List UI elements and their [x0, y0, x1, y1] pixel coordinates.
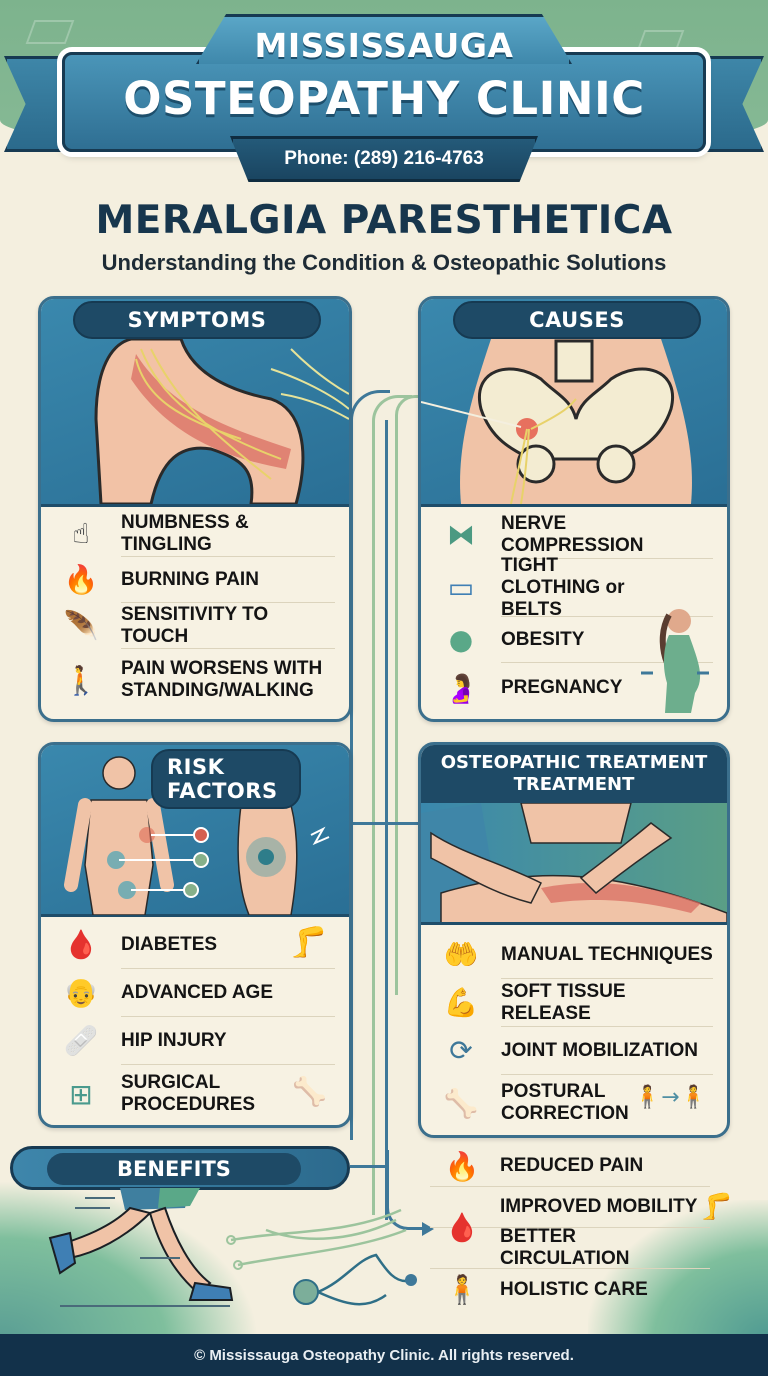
list-item: 🔥 REDUCED PAIN	[430, 1146, 710, 1187]
list-item: 🩸 BETTER CIRCULATION	[430, 1211, 710, 1269]
list-item: 🦴 POSTURAL CORRECTION	[444, 1075, 713, 1131]
nerve-line	[395, 395, 421, 995]
list-item: 🤰 PREGNANCY	[444, 663, 713, 713]
bandaged-hip-icon: 🩹	[63, 1024, 99, 1057]
legs-motion-icon: 🦵	[700, 1192, 733, 1222]
thigh-illustration-svg	[94, 337, 349, 504]
symptoms-heading: SYMPTOMS	[73, 301, 321, 339]
pregnant-figure-icon: 🤰	[443, 671, 479, 705]
connector-line	[385, 420, 388, 1220]
flame-icon: 🔥	[444, 1149, 480, 1183]
connector-arrow-line	[386, 1150, 426, 1230]
treatment-heading: OSTEOPATHIC TREATMENT TREATMENT	[421, 745, 727, 803]
running-legs-illustration	[48, 1188, 234, 1307]
symptoms-list: ☝ NUMBNESS & TINGLING 🔥 BURNING PAIN 🪶 S…	[41, 511, 349, 711]
risk-factors-card: RISK FACTORS 🩸 DIABETES 👴 ADVANCED AGE 🩹…	[38, 742, 352, 1128]
list-item: ⧓ NERVE COMPRESSION	[447, 511, 713, 559]
holistic-person-icon: 🧍	[444, 1273, 480, 1306]
wave-decoration-right	[588, 1200, 768, 1340]
compressed-nerve-icon: ⧓	[447, 518, 475, 551]
connector-line	[350, 1165, 386, 1168]
connector-line	[350, 822, 420, 825]
muscle-icon: 💪	[443, 986, 479, 1019]
pelvis-illustration-svg	[421, 339, 692, 504]
list-item: ● OBESITY	[449, 617, 713, 663]
pregnant-woman-illustration	[641, 609, 709, 713]
medical-kit-icon: ⊞	[69, 1077, 93, 1111]
banner-top-plate	[196, 14, 572, 64]
list-item: IMPROVED MOBILITY	[430, 1187, 710, 1228]
phone-number[interactable]: Phone: (289) 216-4763	[284, 148, 484, 169]
elderly-man-icon: 👴	[63, 976, 99, 1009]
list-item: 🔥 BURNING PAIN	[64, 557, 335, 603]
arrow-icon	[422, 1222, 434, 1236]
list-item: 🪶 SENSITIVITY TO TOUCH	[64, 603, 335, 649]
list-item: 🚶 PAIN WORSENS WITH STANDING/WALKING	[64, 649, 335, 711]
page-title: MERALGIA PARESTHETICA	[95, 198, 673, 243]
list-item: ⟳ JOINT MOBILIZATION	[449, 1027, 713, 1075]
obese-figure-icon: ●	[448, 623, 474, 656]
list-item: 🩸 DIABETES	[64, 921, 335, 969]
blood-drop-icon: 🩸	[444, 1210, 480, 1244]
therapy-illustration-svg	[421, 803, 727, 922]
nerve-line	[372, 395, 412, 1215]
list-item: 👴 ADVANCED AGE	[64, 969, 335, 1017]
belt-icon: ▭	[447, 571, 475, 604]
benefits-banner: BENEFITS	[10, 1146, 350, 1190]
hands-icon: 🤲	[443, 938, 479, 971]
page-subtitle: Understanding the Condition & Osteopathi…	[101, 250, 667, 275]
footer: © Mississauga Osteopathy Clinic. All rig…	[0, 1334, 768, 1376]
joint-rotation-icon: ⟳	[449, 1034, 473, 1067]
clinic-name-line2: OSTEOPATHY CLINIC	[123, 72, 645, 125]
risk-factors-list: 🩸 DIABETES 👴 ADVANCED AGE 🩹 HIP INJURY ⊞…	[41, 921, 349, 1123]
list-item: 🩹 HIP INJURY	[64, 1017, 335, 1065]
symptoms-card: SYMPTOMS ☝ NUMBNESS & TINGLING 🔥 BURNING…	[38, 296, 352, 722]
leg-rash-icon: 🦵	[289, 925, 327, 960]
benefits-list: 🔥 REDUCED PAIN IMPROVED MOBILITY 🩸 BETTE…	[430, 1146, 750, 1310]
manual-therapy-illustration	[421, 803, 727, 925]
posture-correction-icon: 🧍→🧍	[633, 1085, 707, 1110]
body-illustration-svg	[64, 756, 330, 915]
phone-bar: Phone: (289) 216-4763	[230, 136, 538, 182]
clinic-name-line1: MISSISSAUGA	[254, 26, 514, 65]
touch-hand-icon: ☝	[72, 517, 90, 550]
feather-icon: 🪶	[63, 609, 99, 642]
copyright-text: © Mississauga Osteopathy Clinic. All rig…	[194, 1346, 574, 1364]
benefits-heading: BENEFITS	[47, 1153, 301, 1185]
causes-list: ⧓ NERVE COMPRESSION ▭ TIGHT CLOTHING or …	[421, 511, 727, 713]
risk-factors-heading: RISK FACTORS	[151, 749, 301, 809]
list-item: ⊞ SURGICAL PROCEDURES	[69, 1065, 335, 1123]
list-item: 💪 SOFT TISSUE RELEASE	[444, 979, 713, 1027]
list-item: 🧍 HOLISTIC CARE	[430, 1269, 710, 1310]
flame-icon: 🔥	[63, 563, 99, 596]
list-item: ▭ TIGHT CLOTHING or BELTS	[448, 555, 713, 620]
treatment-card: OSTEOPATHIC TREATMENT TREATMENT 🤲 MANUAL…	[418, 742, 730, 1138]
walking-person-icon: 🚶	[63, 663, 99, 697]
causes-heading: CAUSES	[453, 301, 701, 339]
list-item: ☝ NUMBNESS & TINGLING	[72, 511, 335, 557]
glucose-meter-icon: 🩸	[63, 928, 99, 961]
nerve-network-illustration	[226, 1208, 417, 1306]
treatment-list: 🤲 MANUAL TECHNIQUES 💪 SOFT TISSUE RELEAS…	[421, 931, 727, 1131]
pelvis-icon: 🦴	[443, 1086, 479, 1120]
causes-card: CAUSES ⧓ NERVE COMPRESSION ▭ TIGHT CLOTH…	[418, 296, 730, 722]
list-item: 🤲 MANUAL TECHNIQUES	[444, 931, 713, 979]
bone-icon: 🦴	[292, 1075, 327, 1108]
